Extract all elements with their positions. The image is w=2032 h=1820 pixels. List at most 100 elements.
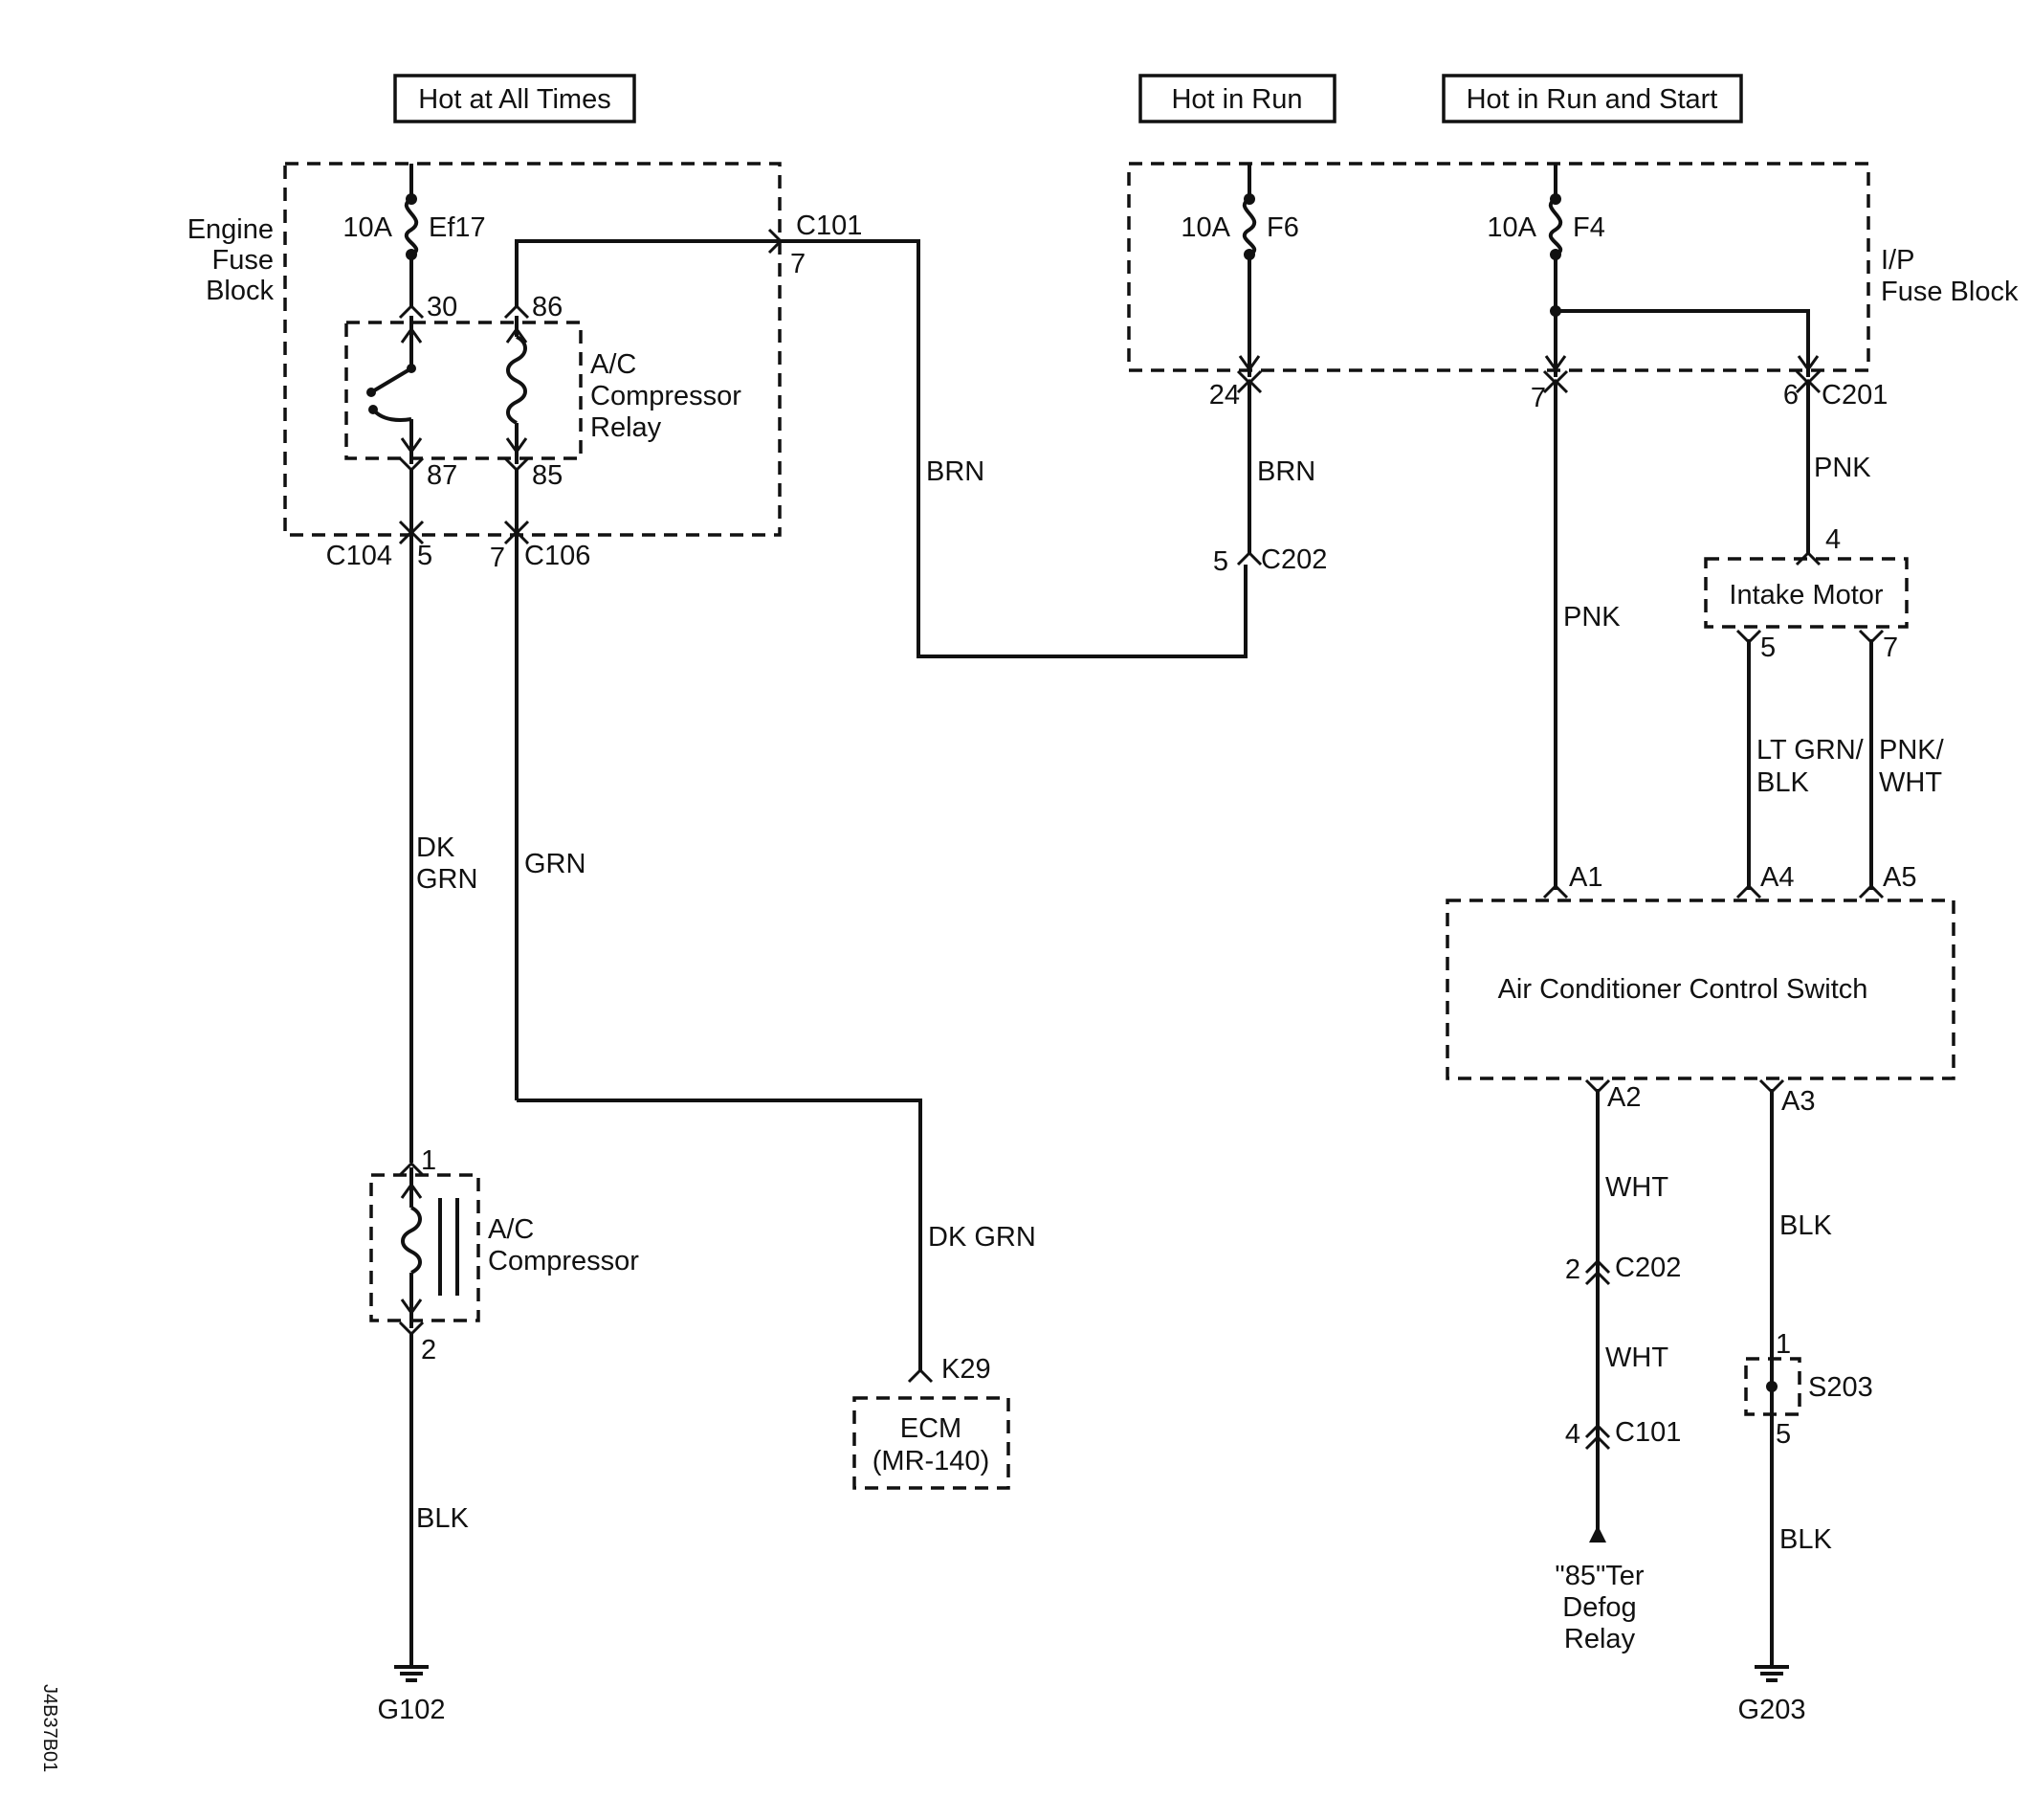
pin-a4-connector bbox=[1735, 883, 1762, 899]
ac-control-switch-label: Air Conditioner Control Switch bbox=[1498, 974, 1868, 1005]
ground-g102-symbol bbox=[394, 1665, 429, 1682]
defog-label-3: Relay bbox=[1564, 1624, 1636, 1654]
intake-pin4-connector bbox=[1795, 550, 1822, 566]
header-hot-in-run-and-start: Hot in Run and Start bbox=[1442, 74, 1743, 123]
pin-a1-label: A1 bbox=[1569, 862, 1602, 893]
relay-label-2: Compressor bbox=[590, 381, 741, 411]
f4-fuse-symbol bbox=[1548, 197, 1563, 256]
ac-compressor-relay bbox=[344, 321, 583, 460]
ground-g102-label: G102 bbox=[378, 1695, 446, 1725]
c104-pin: 5 bbox=[417, 541, 432, 571]
c202-bottom-pin: 2 bbox=[1565, 1254, 1580, 1285]
dk-grn-ecm-label: DK GRN bbox=[928, 1222, 1036, 1253]
c101-top-label: C101 bbox=[796, 211, 862, 241]
c202-bottom-label: C202 bbox=[1615, 1253, 1681, 1283]
dk-grn-label-2: GRN bbox=[416, 864, 477, 895]
c202-top-connector bbox=[1236, 550, 1263, 566]
defog-relay-terminal bbox=[1589, 1525, 1606, 1543]
engine-fuse-block bbox=[283, 162, 782, 537]
c101-connector-top bbox=[767, 228, 784, 255]
defog-label-1: "85"Ter bbox=[1555, 1561, 1644, 1591]
c202-top-label: C202 bbox=[1261, 544, 1327, 575]
ground-g203-label: G203 bbox=[1738, 1695, 1806, 1725]
c101-bottom-connector bbox=[1584, 1423, 1611, 1439]
pnk-c201-label: PNK bbox=[1814, 453, 1871, 483]
ecm-k29-connector bbox=[907, 1367, 934, 1384]
splice-pin1: 1 bbox=[1776, 1329, 1791, 1360]
compressor-pin1: 1 bbox=[421, 1145, 436, 1176]
f4-name: F4 bbox=[1573, 212, 1605, 243]
c201-label: C201 bbox=[1822, 380, 1888, 411]
ef17-rating: 10A bbox=[342, 212, 392, 243]
brn-wire bbox=[783, 239, 1248, 658]
engine-fuse-block-label-2: Fuse bbox=[212, 245, 274, 276]
pin-a3-label: A3 bbox=[1781, 1086, 1815, 1117]
figure-id: J4B37B01 bbox=[39, 1684, 60, 1772]
pnk-main-label: PNK bbox=[1563, 602, 1621, 633]
ac-control-switch bbox=[1446, 899, 1955, 1080]
brn-wire-label: BRN bbox=[926, 456, 984, 487]
pin-87-label: 87 bbox=[427, 460, 457, 491]
dk-grn-label-1: DK bbox=[416, 832, 455, 863]
c106-label: C106 bbox=[524, 541, 590, 571]
ip-pin24-label: 24 bbox=[1209, 380, 1240, 411]
header-hot-in-run-and-start-label: Hot in Run and Start bbox=[1467, 84, 1718, 115]
compressor-label-1: A/C bbox=[488, 1214, 534, 1245]
c106-pin: 7 bbox=[490, 543, 505, 573]
pin-86-label: 86 bbox=[532, 292, 563, 322]
ip-fuse-block bbox=[1127, 162, 1870, 372]
lt-grn-label-1: LT GRN/ bbox=[1756, 735, 1865, 766]
c101-bottom-label: C101 bbox=[1615, 1417, 1681, 1448]
pin-a2-label: A2 bbox=[1607, 1082, 1641, 1113]
pin-85-label: 85 bbox=[532, 460, 563, 491]
f6-rating: 10A bbox=[1181, 212, 1230, 243]
wht-upper-label: WHT bbox=[1605, 1172, 1668, 1203]
wht-lower-label: WHT bbox=[1605, 1343, 1668, 1373]
intake-pin5: 5 bbox=[1760, 633, 1776, 663]
relay-label-1: A/C bbox=[590, 349, 636, 380]
relay-coil bbox=[506, 335, 527, 425]
ground-g203-symbol bbox=[1755, 1665, 1789, 1682]
c202-top-pin: 5 bbox=[1213, 546, 1228, 577]
c101-bottom-pin: 4 bbox=[1565, 1419, 1580, 1450]
compressor-pin2: 2 bbox=[421, 1335, 436, 1365]
ip-fuse-block-label-2: Fuse Block bbox=[1881, 277, 2019, 307]
pnk-wht-label-1: PNK/ bbox=[1879, 735, 1945, 766]
brn-ip-label: BRN bbox=[1257, 456, 1315, 487]
c104-label: C104 bbox=[326, 541, 392, 571]
blk-upper-label: BLK bbox=[1779, 1210, 1832, 1241]
compressor-pin1-connector bbox=[398, 1161, 425, 1177]
lt-grn-label-2: BLK bbox=[1756, 767, 1809, 798]
compressor-coil bbox=[401, 1206, 422, 1275]
pin-30-connector bbox=[398, 303, 425, 320]
header-hot-at-all-times: Hot at All Times bbox=[393, 74, 636, 123]
header-hot-in-run-label: Hot in Run bbox=[1171, 84, 1302, 115]
ef17-fuse-symbol bbox=[404, 197, 419, 256]
grn-dk-grn-wire bbox=[517, 1099, 922, 1370]
c101-top-pin: 7 bbox=[790, 249, 806, 279]
header-hot-at-all-times-label: Hot at All Times bbox=[418, 84, 610, 115]
ecm-label-1: ECM bbox=[900, 1413, 961, 1444]
grn-label: GRN bbox=[524, 849, 585, 879]
pin-a1-connector bbox=[1542, 883, 1569, 899]
c202-bottom-connector bbox=[1584, 1258, 1611, 1275]
pin-86-connector bbox=[503, 303, 530, 320]
blk-lower-label: BLK bbox=[1779, 1524, 1832, 1555]
splice-s203 bbox=[1744, 1357, 1801, 1416]
f6-name: F6 bbox=[1267, 212, 1299, 243]
intake-motor-label: Intake Motor bbox=[1729, 580, 1884, 610]
ip-fuse-block-label-1: I/P bbox=[1881, 245, 1914, 276]
blk-left-label: BLK bbox=[416, 1503, 469, 1534]
defog-label-2: Defog bbox=[1562, 1592, 1636, 1623]
ecm-label-2: (MR-140) bbox=[872, 1446, 989, 1476]
splice-label: S203 bbox=[1808, 1372, 1873, 1403]
f4-rating: 10A bbox=[1487, 212, 1536, 243]
ecm-pin-label: K29 bbox=[941, 1354, 991, 1385]
pin-a5-label: A5 bbox=[1883, 862, 1916, 893]
compressor-label-2: Compressor bbox=[488, 1246, 639, 1276]
relay-label-3: Relay bbox=[590, 412, 662, 443]
ef17-name: Ef17 bbox=[429, 212, 486, 243]
pin-a5-connector bbox=[1858, 883, 1885, 899]
ecm-module bbox=[852, 1396, 1010, 1490]
